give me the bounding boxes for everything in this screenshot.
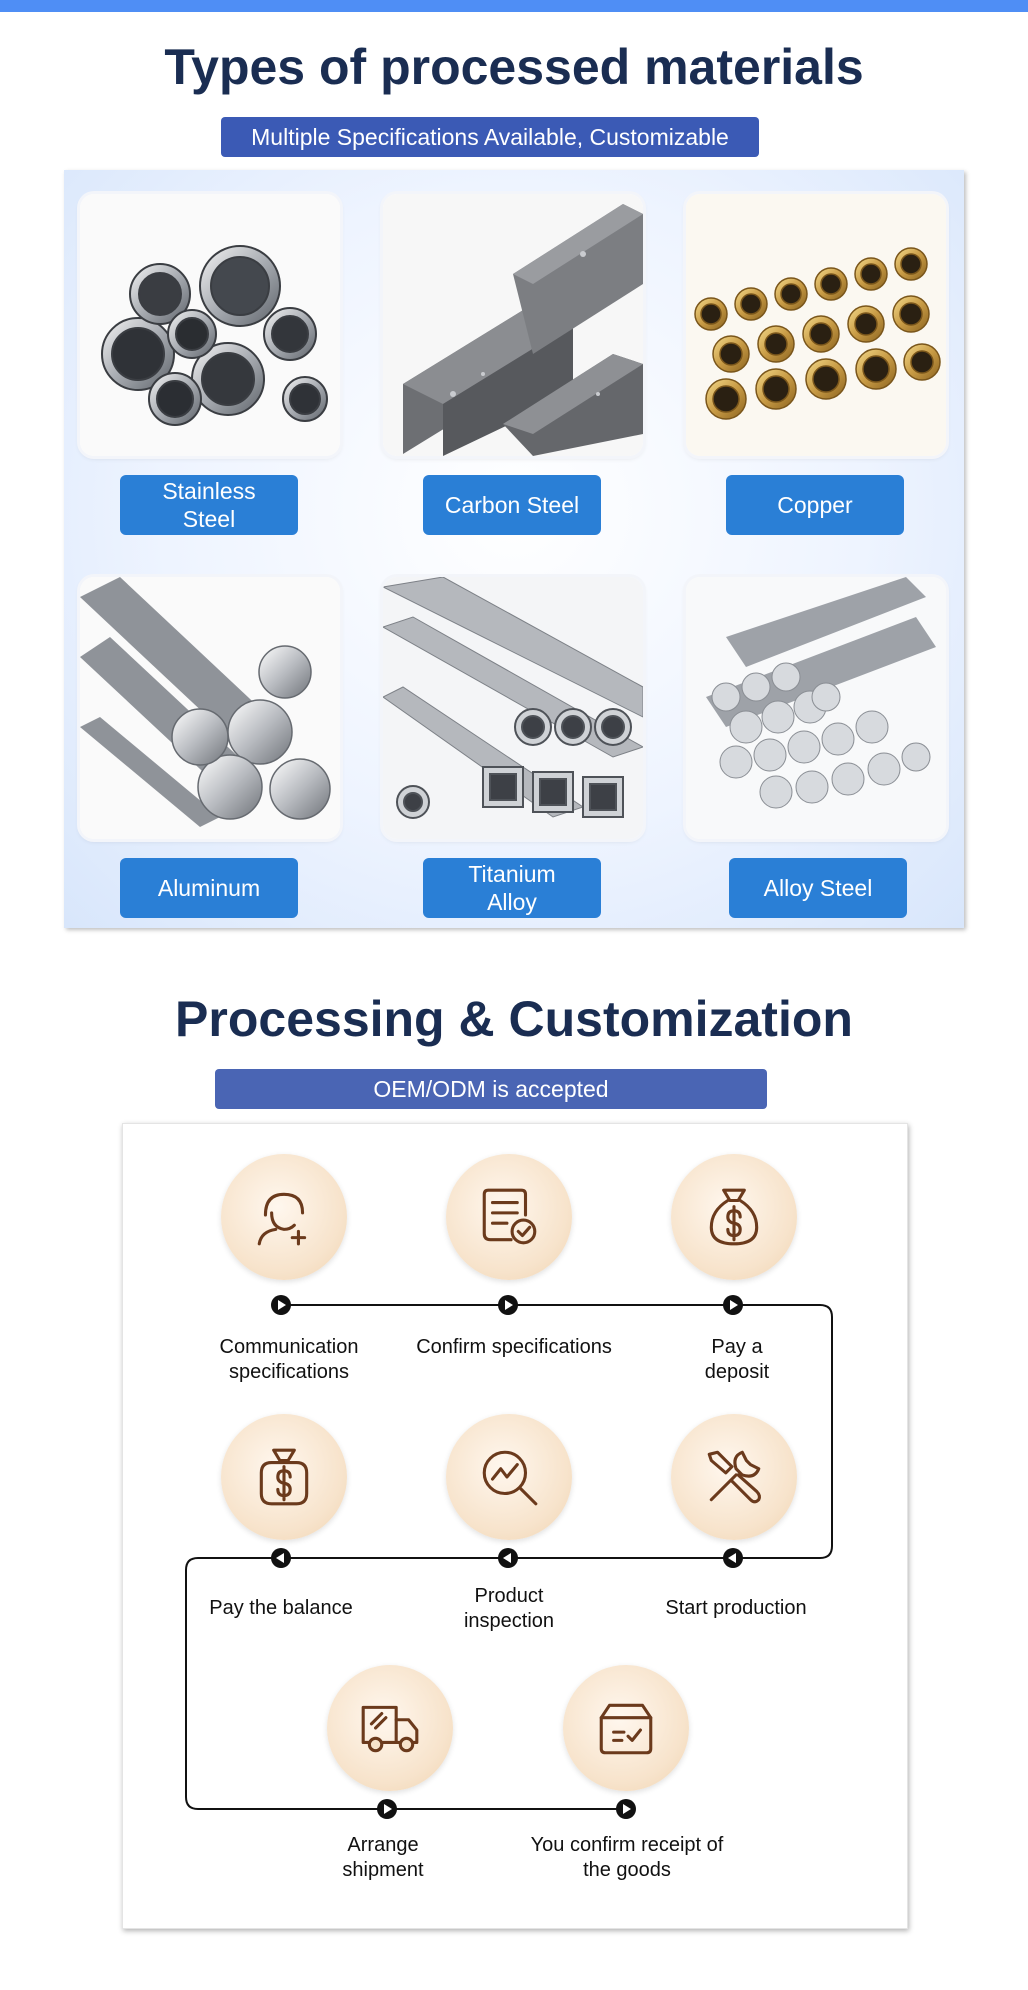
step-label-communication: Communication specifications bbox=[219, 1336, 359, 1383]
document-check-icon bbox=[482, 1188, 537, 1245]
material-label-carbon-steel: Carbon Steel bbox=[423, 475, 601, 535]
customer-service-icon bbox=[257, 1192, 307, 1246]
materials-title: Types of processed materials bbox=[164, 39, 864, 95]
step-label-pay-balance: Pay the balance bbox=[209, 1597, 353, 1619]
stainless-steel-image bbox=[80, 194, 340, 456]
step-pay-balance bbox=[221, 1414, 347, 1540]
process-subtitle: OEM/ODM is accepted bbox=[215, 1069, 767, 1109]
material-label-alloy-steel: Alloy Steel bbox=[729, 858, 907, 918]
tools-icon bbox=[707, 1450, 761, 1504]
step-pay-deposit bbox=[671, 1154, 797, 1280]
step-inspection bbox=[446, 1414, 572, 1540]
copper-image bbox=[686, 194, 946, 456]
delivery-truck-icon bbox=[361, 1705, 419, 1753]
process-title: Processing & Customization bbox=[175, 991, 853, 1047]
step-confirm bbox=[446, 1154, 572, 1280]
step-label-production: Start production bbox=[665, 1597, 807, 1619]
step-shipment bbox=[327, 1665, 453, 1791]
step-label-confirm: Confirm specifications bbox=[416, 1336, 612, 1358]
carbon-steel-image bbox=[383, 194, 643, 456]
money-bag-icon bbox=[709, 1188, 759, 1246]
step-label-pay-deposit: Pay a deposit bbox=[704, 1336, 770, 1383]
top-accent-bar bbox=[0, 0, 1028, 12]
step-label-receipt: You confirm receipt of the goods bbox=[530, 1834, 724, 1881]
material-label-stainless-steel: Stainless Steel bbox=[120, 475, 298, 535]
step-receipt bbox=[563, 1665, 689, 1791]
step-communication bbox=[221, 1154, 347, 1280]
money-bag-icon bbox=[259, 1448, 309, 1506]
step-production bbox=[671, 1414, 797, 1540]
titanium-alloy-image bbox=[383, 577, 643, 839]
aluminum-image bbox=[80, 577, 340, 839]
material-label-titanium-alloy: Titanium Alloy bbox=[423, 858, 601, 918]
material-label-copper: Copper bbox=[726, 475, 904, 535]
magnifier-chart-icon bbox=[482, 1450, 538, 1506]
material-label-aluminum: Aluminum bbox=[120, 858, 298, 918]
step-label-shipment: Arrange shipment bbox=[342, 1834, 424, 1881]
materials-subtitle: Multiple Specifications Available, Custo… bbox=[221, 117, 759, 157]
alloy-steel-image bbox=[686, 577, 946, 839]
step-label-inspection: Product inspection bbox=[463, 1585, 555, 1632]
package-check-icon bbox=[599, 1703, 653, 1755]
